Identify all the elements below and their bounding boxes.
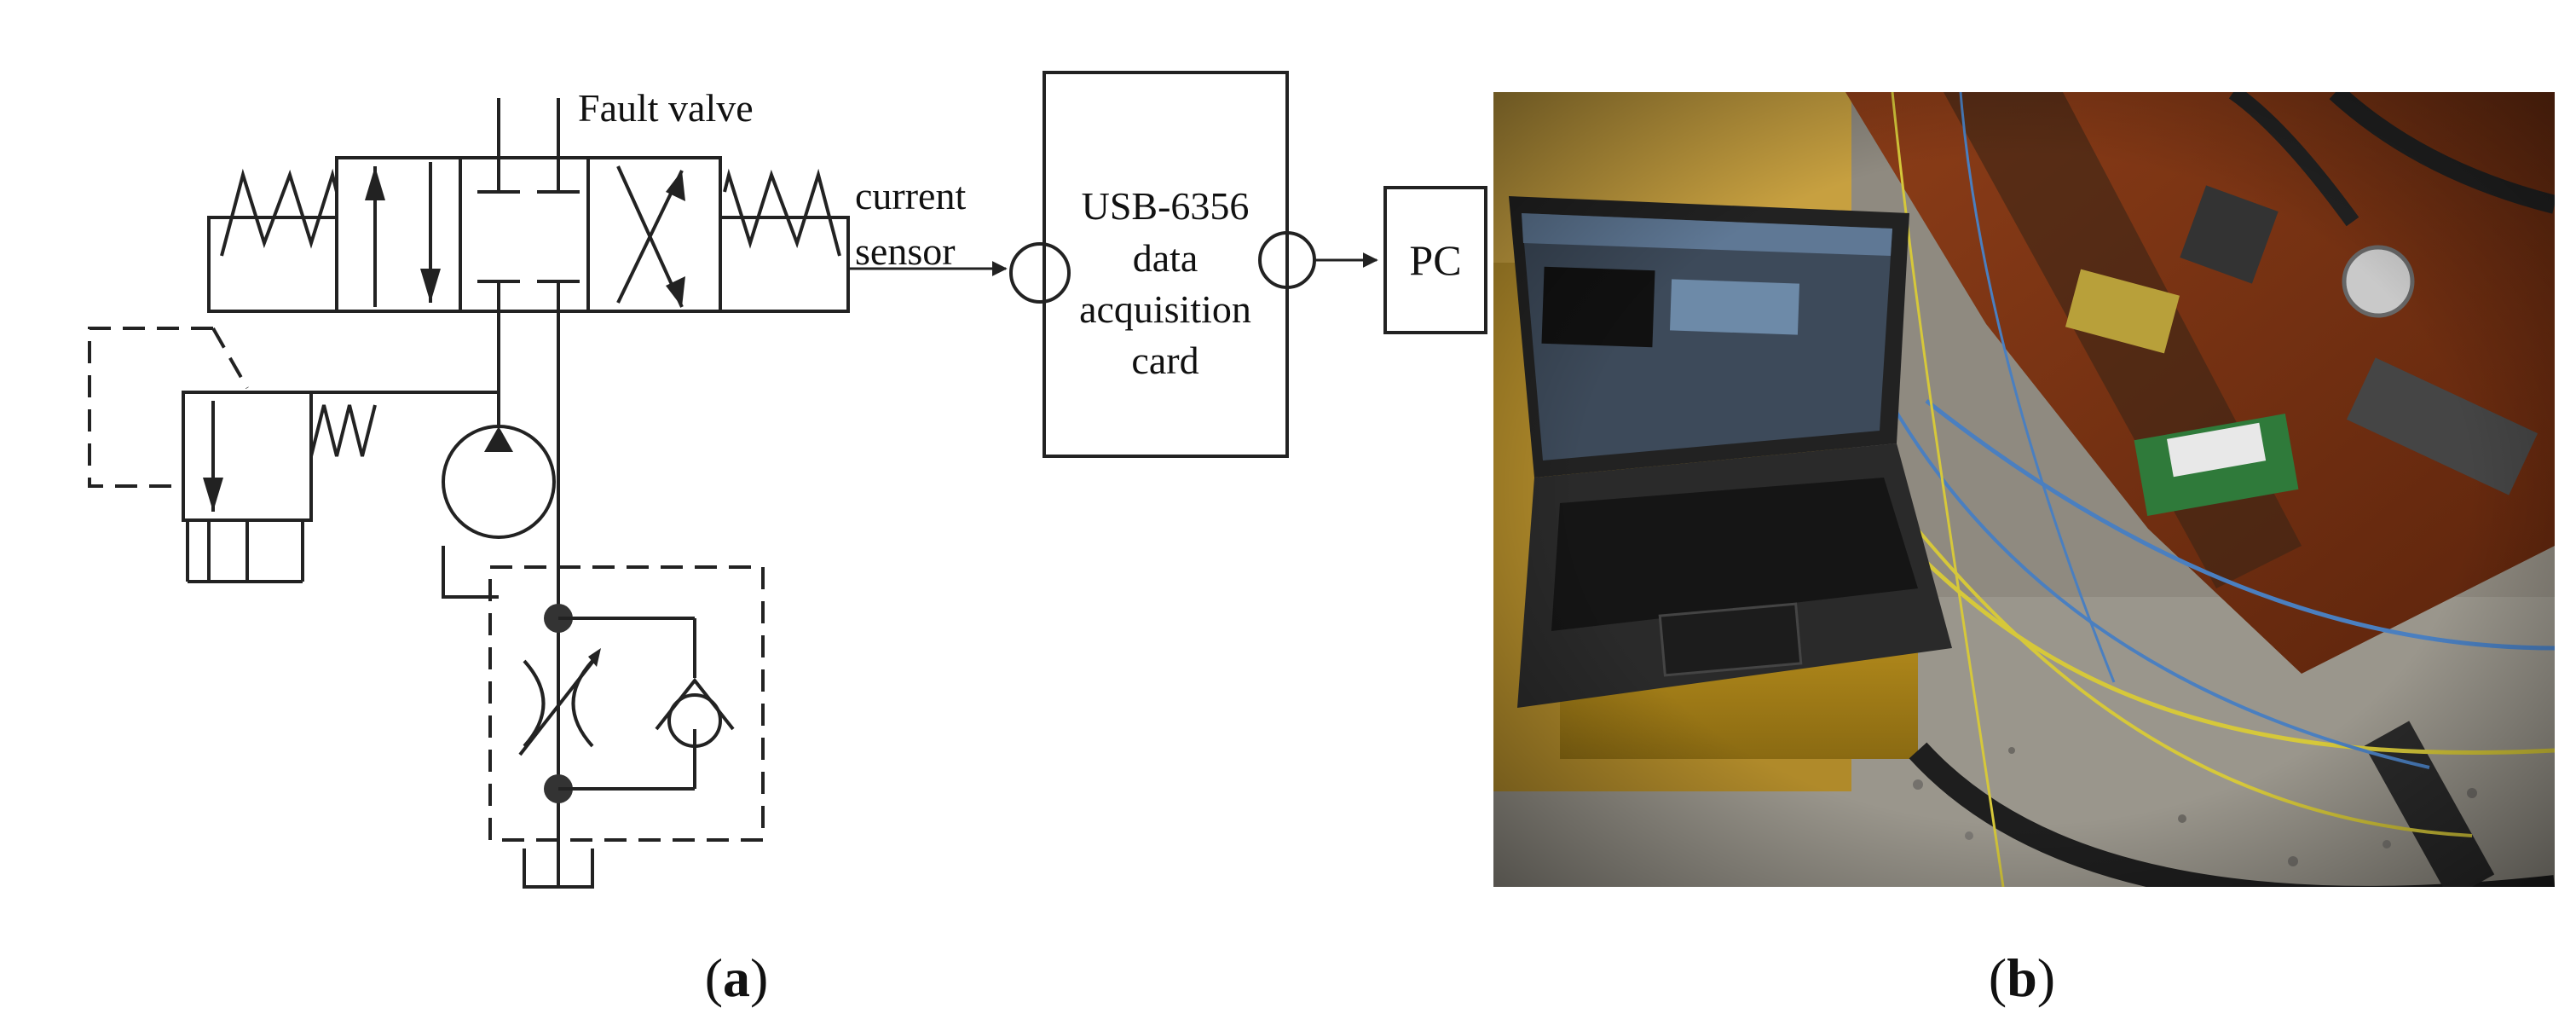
svg-text:(b): (b)	[1989, 947, 2055, 1008]
fault-valve-label: Fault valve	[578, 86, 754, 130]
caption-b-close: )	[2037, 947, 2055, 1008]
pump-symbol	[442, 392, 556, 599]
hydraulic-schematic	[88, 71, 1487, 889]
relief-valve-symbol	[88, 327, 499, 583]
caption-b-letter: b	[2007, 947, 2037, 1008]
daq-line-4: card	[1131, 339, 1198, 382]
daq-line-2: data	[1133, 236, 1198, 280]
caption-b-open: (	[1989, 947, 2007, 1008]
throttle-check-valve-block	[488, 565, 765, 889]
daq-line-1: USB-6356	[1082, 184, 1250, 228]
daq-line-3: acquisition	[1079, 287, 1251, 331]
caption-a-open: (	[705, 947, 723, 1008]
caption-a-close: )	[750, 947, 768, 1008]
test-bench-photo	[1493, 92, 2555, 887]
daq-card-box	[1043, 71, 1289, 458]
caption-a: (a)	[705, 947, 769, 1008]
sensor-label: sensor	[855, 229, 956, 273]
pc-box	[1383, 186, 1487, 334]
current-label: current	[855, 174, 966, 217]
svg-text:(a): (a)	[705, 947, 769, 1008]
pc-label: PC	[1409, 236, 1461, 284]
caption-a-letter: a	[723, 947, 750, 1008]
fault-valve-symbol	[207, 98, 850, 313]
caption-b: (b)	[1989, 947, 2055, 1008]
